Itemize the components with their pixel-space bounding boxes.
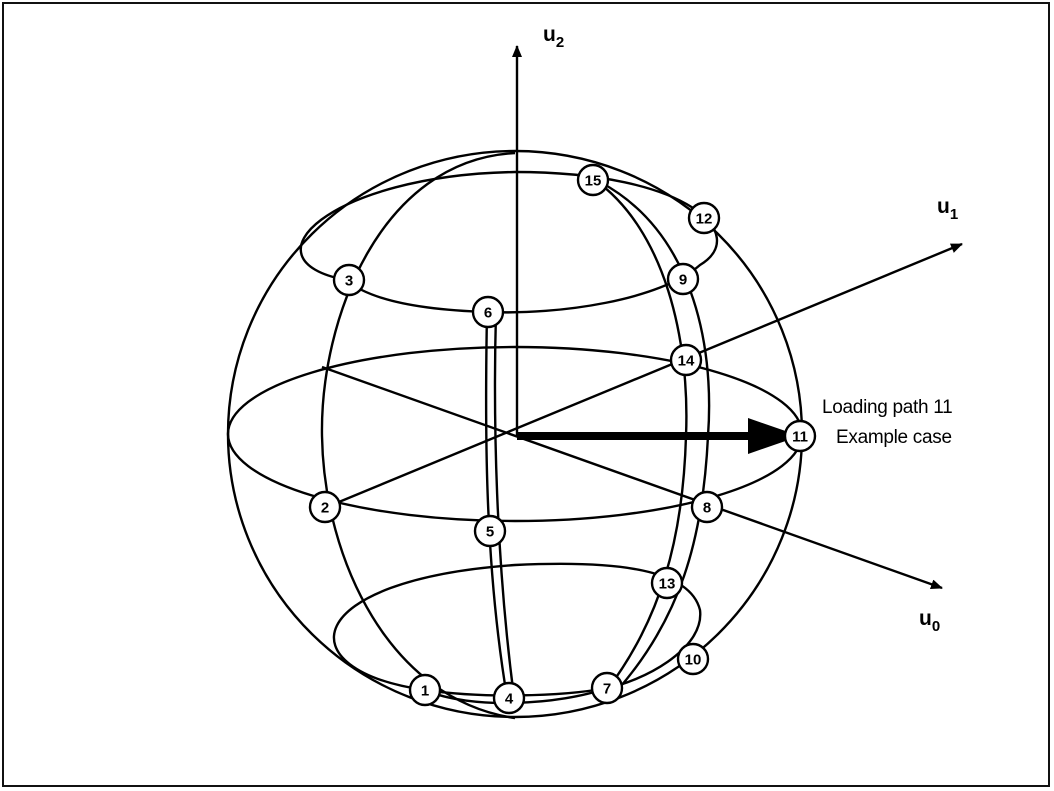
node-label-2: 2 <box>321 500 329 517</box>
node-label-8: 8 <box>703 500 711 517</box>
node-circle-3 <box>332 263 366 297</box>
node-circle-1 <box>408 673 442 707</box>
node-circle-2 <box>308 490 342 524</box>
axis-label-u2: u2 <box>543 23 564 51</box>
annotation-loading-path: Loading path 11 <box>822 397 952 418</box>
node-5: 5 <box>473 514 507 548</box>
axis-u0 <box>321 365 943 590</box>
node-circle-13 <box>650 566 684 600</box>
node-9: 9 <box>666 262 700 296</box>
node-label-6: 6 <box>484 305 492 322</box>
node-circle-12 <box>687 201 721 235</box>
node-label-1: 1 <box>421 683 429 700</box>
node-circle-6 <box>471 295 505 329</box>
upper-latitude-ring <box>299 170 719 314</box>
node-13: 13 <box>650 566 684 600</box>
node-circle-7 <box>590 671 624 705</box>
node-4: 4 <box>492 681 526 715</box>
node-circle-14 <box>669 343 703 377</box>
node-15: 15 <box>576 163 610 197</box>
node-circle-15 <box>576 163 610 197</box>
central-meridian-left <box>484 311 509 698</box>
node-label-9: 9 <box>679 272 687 289</box>
node-1: 1 <box>408 673 442 707</box>
node-label-4: 4 <box>505 691 514 708</box>
node-circle-5 <box>473 514 507 548</box>
axis-label-u1: u1 <box>937 195 958 223</box>
node-label-12: 12 <box>696 211 713 228</box>
node-12: 12 <box>687 201 721 235</box>
node-circle-8 <box>690 490 724 524</box>
central-meridian-right <box>493 311 516 698</box>
node-10: 10 <box>676 642 710 676</box>
node-label-5: 5 <box>486 524 494 541</box>
left-meridian <box>320 151 516 720</box>
node-11: 11 <box>783 419 817 453</box>
loading-path-11-arrow <box>517 418 800 454</box>
node-circle-9 <box>666 262 700 296</box>
node-label-14: 14 <box>678 353 695 370</box>
node-label-15: 15 <box>585 173 602 190</box>
node-8: 8 <box>690 490 724 524</box>
node-label-10: 10 <box>685 652 702 669</box>
node-3: 3 <box>332 263 366 297</box>
node-label-13: 13 <box>659 576 676 593</box>
node-label-3: 3 <box>345 273 353 290</box>
axis-u1 <box>321 242 963 511</box>
annotation-example-case: Example case <box>836 427 952 448</box>
node-label-11: 11 <box>792 429 808 446</box>
node-14: 14 <box>669 343 703 377</box>
node-7: 7 <box>590 671 624 705</box>
node-circle-11 <box>783 419 817 453</box>
node-circle-10 <box>676 642 710 676</box>
node-6: 6 <box>471 295 505 329</box>
node-label-7: 7 <box>603 681 611 698</box>
node-circle-4 <box>492 681 526 715</box>
axis-label-u0: u0 <box>919 607 940 635</box>
node-2: 2 <box>308 490 342 524</box>
